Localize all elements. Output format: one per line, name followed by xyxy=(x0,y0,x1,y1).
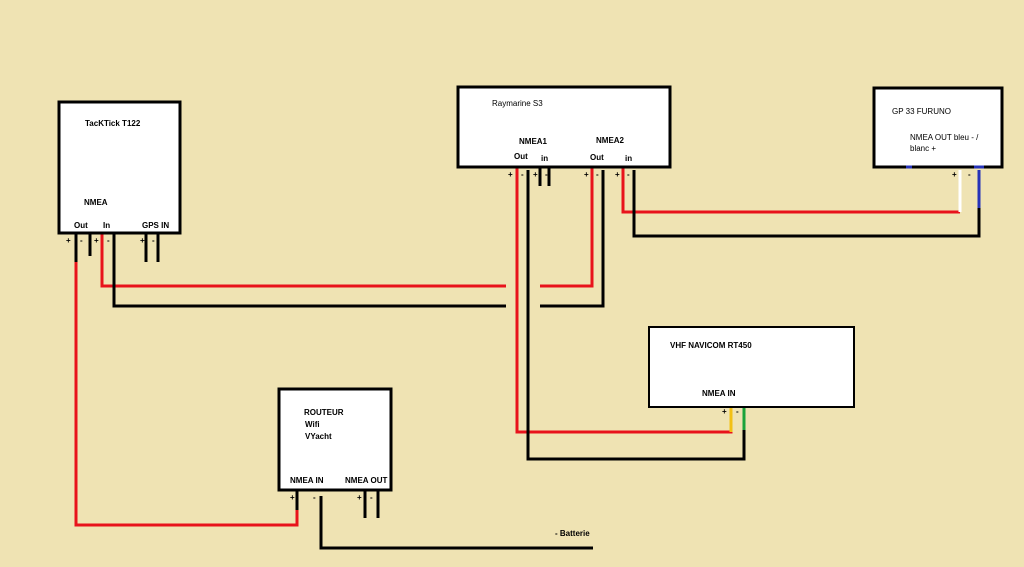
raymarine-out2-plus: + xyxy=(584,170,589,179)
raymarine-nmea2-out-label: Out xyxy=(590,153,604,162)
routeur-nmea-in-label: NMEA IN xyxy=(290,476,324,485)
vhf-nmea-in-label: NMEA IN xyxy=(702,389,736,398)
battery-label: - Batterie xyxy=(555,529,590,538)
routeur-nmea-out-label: NMEA OUT xyxy=(345,476,387,485)
vhf-minus: - xyxy=(736,407,739,416)
routeur-line1: ROUTEUR xyxy=(304,408,344,417)
positive-stubs xyxy=(100,168,625,252)
raymarine-nmea1-out-label: Out xyxy=(514,152,528,161)
wire-red-tacktick-in-to-nmea2-out-a xyxy=(100,234,506,288)
terminal-stubs xyxy=(74,168,551,518)
raymarine-out1-plus: + xyxy=(508,170,513,179)
wire-red-tacktick-out-to-routeur xyxy=(74,262,299,527)
furuno-minus: - xyxy=(968,170,971,179)
routeur-line2: Wifi xyxy=(305,420,320,429)
tacktick-out-plus: + xyxy=(66,236,71,245)
tacktick-nmea-label: NMEA xyxy=(84,198,108,207)
routeur-out-plus: + xyxy=(357,493,362,502)
raymarine-nmea2-in-label: in xyxy=(625,154,632,163)
wires xyxy=(74,170,981,550)
wire-black-nmea2-in-to-furuno xyxy=(632,170,981,238)
tacktick-out-label: Out xyxy=(74,221,88,230)
tacktick-gps-plus: + xyxy=(140,236,145,245)
furuno-box xyxy=(872,86,1004,169)
vhf-title: VHF NAVICOM RT450 xyxy=(670,341,752,350)
tacktick-in-label: In xyxy=(103,221,110,230)
wire-black-tacktick-in-to-nmea2-out-b xyxy=(540,170,605,308)
tacktick-title: TacKTick T122 xyxy=(85,119,141,128)
tacktick-in-minus: - xyxy=(107,236,110,245)
routeur-in-plus: + xyxy=(290,493,295,502)
raymarine-in1-plus: + xyxy=(533,170,538,179)
raymarine-in2-plus: + xyxy=(615,170,620,179)
raymarine-out2-minus: - xyxy=(596,170,599,179)
furuno-nmea-out-line2: blanc + xyxy=(910,144,936,153)
tacktick-box xyxy=(57,100,182,235)
wire-red-tacktick-in-to-nmea2-out-b xyxy=(540,170,594,288)
routeur-box xyxy=(277,387,393,492)
tacktick-out-minus: - xyxy=(80,236,83,245)
raymarine-out1-minus: - xyxy=(521,170,524,179)
vhf-plus: + xyxy=(722,407,727,416)
tacktick-gps-in-label: GPS IN xyxy=(142,221,169,230)
raymarine-in2-minus: - xyxy=(627,170,630,179)
raymarine-box xyxy=(456,85,672,169)
tacktick-gps-minus: - xyxy=(152,236,155,245)
raymarine-nmea1-label: NMEA1 xyxy=(519,137,548,146)
routeur-out-minus: - xyxy=(370,493,373,502)
furuno-nmea-out-line1: NMEA OUT bleu - / xyxy=(910,133,979,142)
routeur-in-minus: - xyxy=(313,493,316,502)
tacktick-in-plus: + xyxy=(94,236,99,245)
routeur-line3: VYacht xyxy=(305,432,332,441)
raymarine-in1-minus: - xyxy=(545,170,548,179)
vhf-box xyxy=(648,326,855,408)
raymarine-nmea2-label: NMEA2 xyxy=(596,136,625,145)
raymarine-nmea1-in-label: in xyxy=(541,154,548,163)
furuno-plus: + xyxy=(952,170,957,179)
furuno-title: GP 33 FURUNO xyxy=(892,107,951,116)
wire-black-tacktick-in-to-nmea2-out-a xyxy=(112,234,506,308)
wire-red-nmea2-in-to-furuno xyxy=(621,170,960,214)
wire-black-routeur-to-battery xyxy=(319,496,593,550)
wire-black-nmea1-out-to-vhf xyxy=(526,170,746,461)
raymarine-title: Raymarine S3 xyxy=(492,99,543,108)
